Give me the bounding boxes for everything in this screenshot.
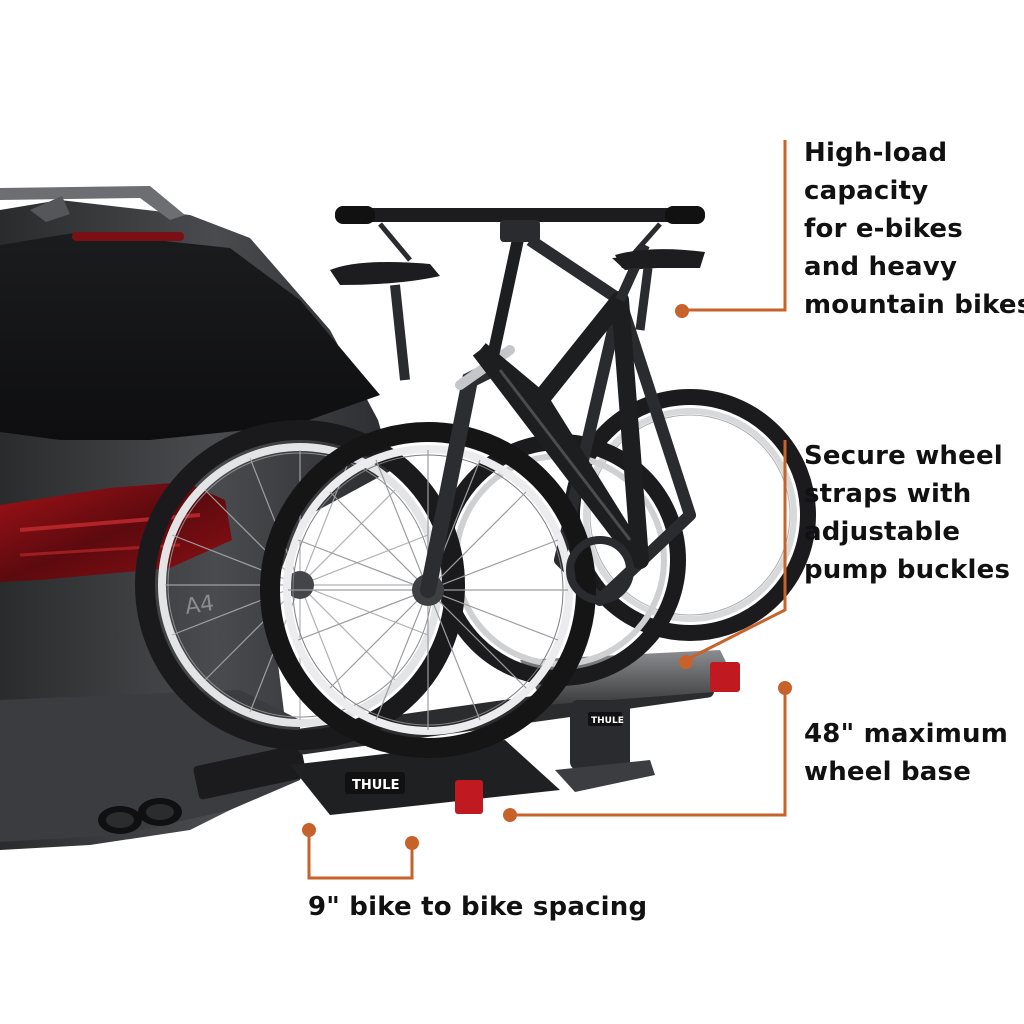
leader-wheelbase [510,690,787,817]
callout-straps-line-3: adjustable [804,517,961,547]
callout-wheelbase-line-2: wheel base [804,757,972,787]
callout-load-line-4: and heavy [804,252,958,282]
seat-right [615,249,705,268]
leader-straps [685,440,787,662]
rack-tilt-lever [570,700,630,770]
car-rear-window [0,232,380,440]
dot-load [675,304,689,318]
tail-reflector-right [710,662,740,692]
rack-logo: THULE [352,778,399,793]
callout-wheel-base: 48" maximum wheel base [804,715,1008,791]
leader-load [683,140,787,312]
center-bike-crank [566,536,634,604]
brake-light [72,232,184,241]
callout-load-capacity: High-load capacity for e-bikes and heavy… [804,134,1024,324]
handlebars [335,206,705,262]
callout-bike-spacing: 9" bike to bike spacing [308,888,647,926]
rack-platform-front [290,740,560,815]
dot-wheelbase [503,808,517,822]
callout-straps-line-4: pump buckles [804,555,1011,585]
callout-dots [302,304,792,850]
callout-spacing-line-1: 9" bike to bike spacing [308,892,648,922]
callout-wheel-straps: Secure wheel straps with adjustable pump… [804,437,1010,589]
bumper-grille [193,744,307,800]
callout-load-line-2: capacity [804,176,929,206]
dot-straps [679,655,693,669]
roof-rail [0,186,185,220]
callout-wheelbase-line-1: 48" maximum [804,719,1008,749]
tail-reflector-left [455,780,483,814]
seat-left [330,262,440,285]
vehicle-badge: A4 [183,591,215,620]
center-bike-front-wheel [260,422,596,758]
dot-wheelbase-top [778,681,792,695]
rack-foot-pedal [555,760,655,792]
dot-spacing-right [405,836,419,850]
callout-straps-line-2: straps with [804,479,972,509]
center-bike-stem [484,228,526,372]
exhaust-pipes [98,798,182,834]
callout-load-line-5: mountain bikes [804,290,1024,320]
center-bike [260,228,650,758]
callout-leaders [307,140,787,880]
callout-straps-line-1: Secure wheel [804,441,1003,471]
rack-logo-2: THULE [591,716,624,726]
roof-antenna [30,196,70,222]
leader-spacing [307,830,414,880]
car: A4 [0,186,392,850]
seats [330,249,705,381]
callout-load-line-3: for e-bikes [804,214,963,244]
dot-spacing-left [302,823,316,837]
callout-load-line-1: High-load [804,138,948,168]
rack-logo-plate [345,772,405,794]
front-bike-wheel-outer [135,420,465,750]
